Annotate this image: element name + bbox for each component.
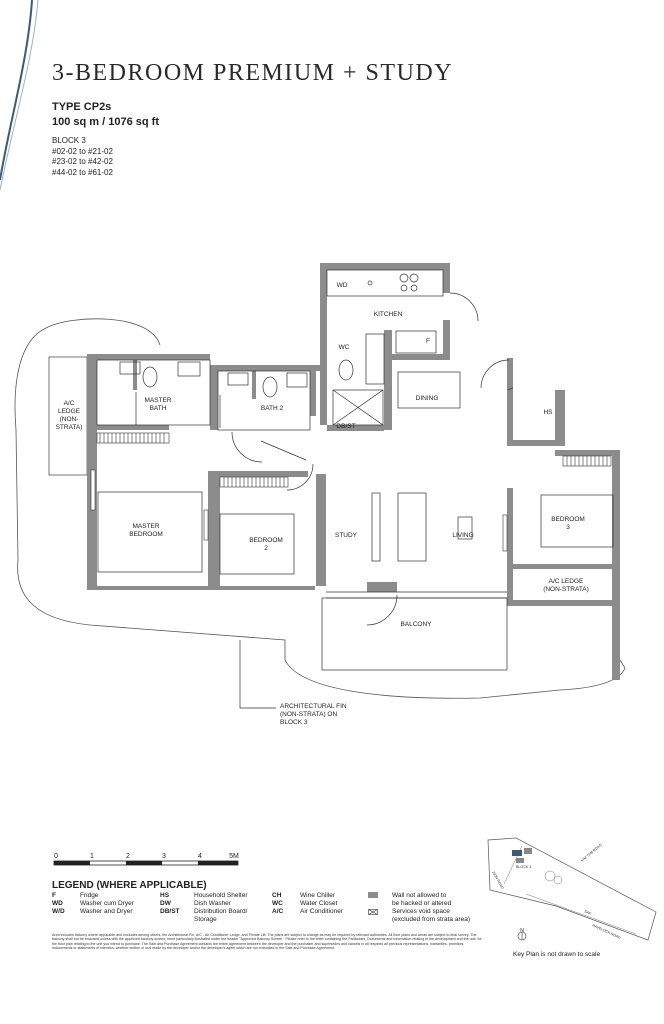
- walls: [87, 263, 620, 680]
- scale-tick-label: 3: [162, 853, 166, 860]
- legend-col-2: HS Household Shelter DW Dish Washer DB/ST D…: [160, 892, 247, 924]
- windows: [90, 469, 508, 552]
- scale-tick-label: 4: [198, 853, 202, 860]
- label-bedroom2: BEDROOM: [249, 537, 283, 544]
- label-ac-ledge-right: A/C LEDGE: [549, 578, 584, 585]
- label-dining: DINING: [416, 395, 439, 402]
- scale-tick-label: 1: [90, 853, 94, 860]
- label-bedroom2: 2: [264, 545, 268, 552]
- label-dbst: DB/ST: [336, 423, 355, 430]
- label-wc: WC: [339, 344, 350, 351]
- unit-range: #02-02 to #21-02: [52, 146, 113, 156]
- key-plan: BLOCK 3 KIM YAM ROAD ZION ROAD HAVELOCK …: [487, 837, 657, 941]
- legend-abbr: DB/ST: [160, 908, 180, 915]
- scale-tick-label: 0: [54, 853, 58, 860]
- legend-text: Dish Washer: [194, 900, 231, 907]
- label-master-bedroom: BEDROOM: [129, 531, 163, 538]
- annotation-text: BLOCK 3: [280, 719, 308, 726]
- legend-abbr: A/C: [272, 908, 284, 915]
- scale-tick-label: 5M: [229, 853, 239, 860]
- label-master-bedroom: MASTER: [132, 523, 159, 530]
- label-living: LIVING: [452, 532, 473, 539]
- wardrobe-hatch: [96, 432, 612, 488]
- label-balcony: BALCONY: [400, 621, 432, 628]
- page-title: 3-BEDROOM PREMIUM + STUDY: [52, 60, 454, 86]
- scale-bar: 0 1 2 3 4 5M: [53, 853, 239, 866]
- legend-text: Wine Chiller: [300, 892, 336, 899]
- legend-abbr: W/D: [52, 908, 65, 915]
- unit-type: TYPE CP2s: [52, 101, 112, 113]
- legend-text: Water Closet: [300, 900, 338, 907]
- label-ac-ledge-left: LEDGE: [58, 408, 81, 415]
- legend-text: Household Shelter: [194, 892, 248, 899]
- legend-abbr: WD: [52, 900, 63, 907]
- legend-title: LEGEND (WHERE APPLICABLE): [52, 880, 207, 891]
- label-wd: WD: [337, 282, 348, 289]
- annotation-leader: [239, 640, 276, 709]
- legend-col-3: CH Wine Chiller WC Water Closet A/C Air Con…: [272, 892, 343, 916]
- legend-text: Storage: [194, 916, 217, 923]
- disclaimer: Area includes balcony where applicable a…: [52, 933, 482, 950]
- label-bath2: BATH 2: [261, 405, 284, 412]
- legend-text: Fridge: [80, 892, 99, 899]
- label-master-bath-1: MASTER: [144, 397, 171, 404]
- keyplan-block-label: BLOCK 3: [516, 865, 531, 869]
- annotation-text: (NON-STRATA) ON: [280, 711, 337, 718]
- architectural-fin-outline: [14, 327, 626, 699]
- legend-text: Washer cum Dryer: [80, 900, 134, 907]
- keyplan-caption: Key Plan is not drawn to scale: [513, 951, 601, 958]
- legend-col-4: Wall not allowed to be hacked or altered…: [368, 892, 470, 924]
- legend-abbr: F: [52, 892, 56, 899]
- legend-col-1: F Fridge WD Washer cum Dryer W/D Washer and…: [52, 892, 134, 916]
- legend-text: be hacked or altered: [392, 900, 452, 907]
- keyplan-road-label: ZION ROAD: [491, 871, 505, 891]
- keyplan-road-label: HAVELOCK ROAD: [592, 923, 622, 940]
- label-study: STUDY: [335, 532, 358, 539]
- north-label: N: [520, 928, 524, 934]
- legend-abbr: WC: [272, 900, 283, 907]
- wall-swatch-icon: [368, 892, 378, 898]
- label-master-bath-2: BATH: [150, 405, 167, 412]
- scale-tick-label: 2: [126, 853, 130, 860]
- legend-abbr: CH: [272, 892, 282, 899]
- legend-text: Services void space: [392, 908, 450, 915]
- unit-range: #23-02 to #42-02: [52, 157, 113, 166]
- void-space-icon: [368, 909, 378, 915]
- legend-abbr: HS: [160, 892, 170, 899]
- floor-plan: WD KITCHEN F WC MASTER BATH BATH 2 DININ…: [14, 263, 626, 726]
- label-hs: HS: [543, 409, 553, 416]
- legend-text: Distribution Board/: [194, 908, 248, 915]
- interior-lines: [96, 269, 614, 671]
- unit-range: #44-02 to #61-02: [52, 167, 113, 177]
- legend-text: Wall not allowed to: [392, 892, 447, 899]
- label-ac-ledge-right: (NON-STRATA): [543, 586, 589, 593]
- label-ac-ledge-left: (NON-: [60, 416, 79, 423]
- block-info: BLOCK 3 #02-02 to #21-02 #23-02 to #42-0…: [52, 136, 113, 178]
- keyplan-road-label: KIM YAM ROAD: [580, 843, 603, 863]
- block-label: BLOCK 3: [52, 136, 86, 145]
- label-bedroom3: BEDROOM: [551, 516, 585, 523]
- legend-abbr: DW: [160, 900, 171, 907]
- legend-text: (excluded from strata area): [392, 916, 471, 923]
- label-fridge: F: [426, 338, 430, 345]
- legend-text: Air Conditioner: [300, 908, 343, 915]
- corner-decoration: [0, 0, 39, 191]
- legend-text: Washer and Dryer: [80, 908, 133, 915]
- annotation-text: ARCHITECTURAL FIN: [280, 703, 347, 710]
- label-kitchen: KITCHEN: [374, 311, 403, 318]
- keyplan-road-label: SAK: [584, 909, 593, 916]
- label-ac-ledge-left: A/C: [64, 400, 75, 407]
- label-ac-ledge-left: STRATA): [56, 424, 83, 431]
- unit-area: 100 sq m / 1076 sq ft: [52, 116, 159, 128]
- label-bedroom3: 3: [566, 524, 570, 531]
